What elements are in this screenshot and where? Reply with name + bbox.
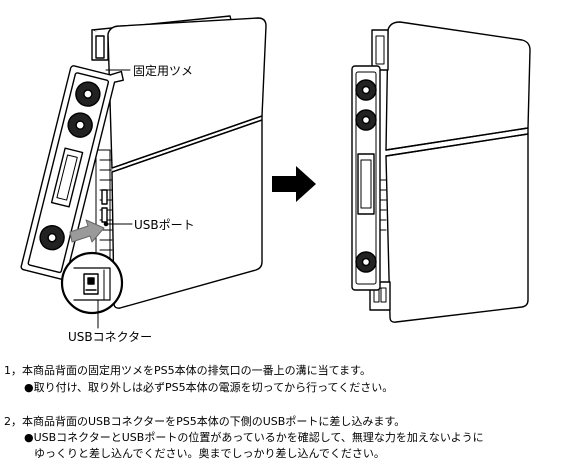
step-2-note-continued: ゆっくりと差し込んでください。奥までしっかり差し込んでください。	[34, 447, 385, 460]
step-1-note: ●取り付け、取り外しは必ずPS5本体の電源を切ってから行ってください。	[24, 381, 394, 394]
arrow-right-icon	[272, 166, 316, 202]
cooler-panel-attached	[351, 65, 387, 291]
installation-diagram	[20, 15, 531, 329]
instructions: 1，本商品背面の固定用ツメをPS5本体の排気口の一番上の溝に当てます。 ●取り付…	[0, 360, 580, 475]
fan-icon	[75, 81, 101, 107]
usb-connector-zoom	[60, 251, 124, 315]
fan-icon	[355, 251, 377, 273]
step-2-note: ●USBコネクターとUSBポートの位置があっているかを確認して、無理な力を加えな…	[24, 431, 484, 444]
fan-icon	[355, 109, 377, 131]
usb-port-label: USBポート	[134, 218, 195, 232]
cooler-panel	[20, 65, 125, 281]
fan-icon	[67, 112, 93, 138]
usb-port-arrow-icon	[69, 219, 105, 243]
console-after	[369, 21, 531, 323]
fan-icon	[39, 224, 65, 251]
fan-icon	[355, 79, 377, 101]
claw-label: 固定用ツメ	[133, 64, 194, 78]
console-before	[91, 15, 267, 309]
step-1-text: 1，本商品背面の固定用ツメをPS5本体の排気口の一番上の溝に当てます。	[4, 364, 371, 377]
usb-connector-label: USBコネクター	[68, 330, 153, 344]
step-2-text: 2，本商品背面のUSBコネクターをPS5本体の下側のUSBポートに差し込みます。	[4, 415, 406, 428]
